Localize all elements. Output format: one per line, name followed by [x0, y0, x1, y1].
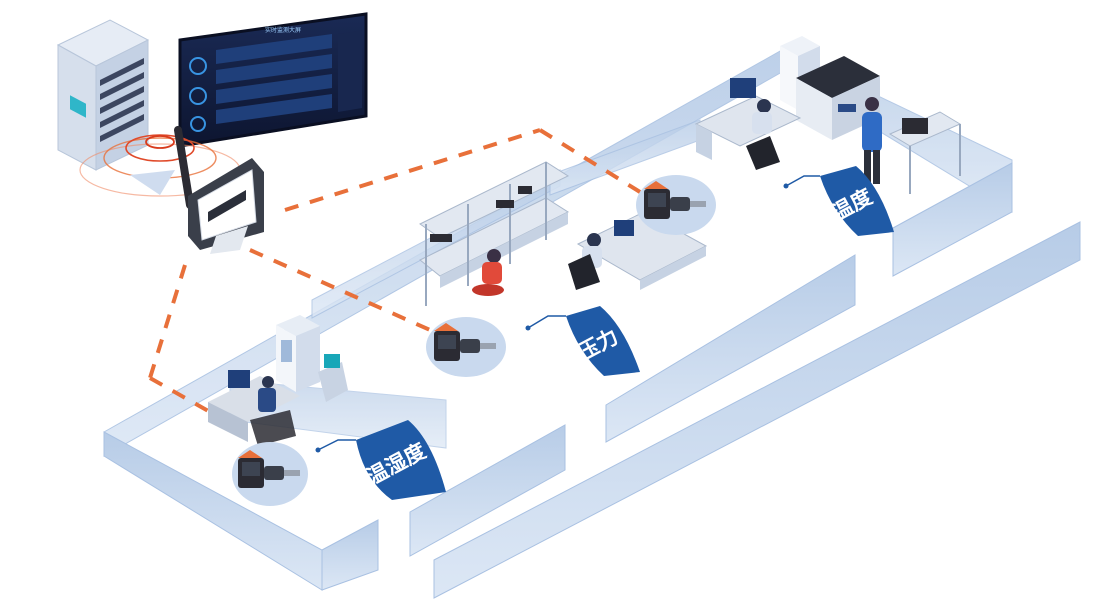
wall-inner-4 [892, 162, 1013, 277]
wall-left-cap [321, 519, 379, 591]
dashboard-screen: 实时监测大屏 [178, 12, 368, 148]
sensor-device-pressure [426, 317, 506, 377]
wall-inner-1 [409, 424, 566, 557]
wall-corridor [433, 221, 1081, 599]
wall-inner-3 [605, 254, 856, 443]
server-rack [56, 19, 150, 171]
wireless-links [148, 128, 642, 414]
lab-room-temperature [694, 36, 962, 194]
dashboard-title: 实时监测大屏 [265, 26, 301, 34]
gateway-router [79, 126, 264, 254]
zone-tag-temperature: 温度 [783, 166, 894, 236]
link-to-pressure [249, 248, 431, 332]
link-to-temperature-2 [538, 128, 642, 194]
zone-tag-humidity: 温湿度 [315, 420, 446, 500]
link-to-temperature [284, 128, 541, 212]
sensor-device-temperature [636, 175, 716, 235]
lab-room-humidity [208, 315, 348, 446]
zone-tag-pressure: 压力 [525, 306, 640, 376]
link-to-humidity-1 [148, 264, 187, 379]
sensor-device-humidity [232, 442, 308, 506]
link-to-humidity-2 [149, 376, 211, 414]
